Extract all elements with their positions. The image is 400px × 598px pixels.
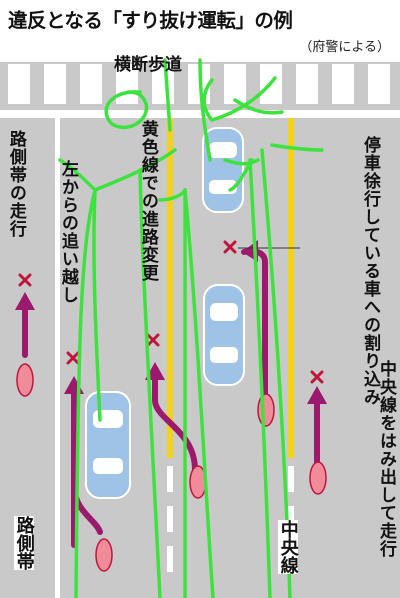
tag-center-line: 中央線	[277, 520, 299, 574]
source-note: （府警による）	[299, 40, 390, 55]
yellow-line-right	[288, 118, 294, 458]
motorcycles	[16, 363, 327, 572]
diagram-title: 違反となる「すり抜け運転」の例	[8, 9, 293, 32]
green-scribbles	[58, 58, 324, 598]
violation-marks	[18, 240, 324, 384]
shoulder-line	[55, 118, 60, 598]
label-yellow-line-change: 黄色線での進路変更	[137, 120, 158, 282]
car-left	[85, 391, 131, 499]
car-middle	[203, 284, 245, 386]
yellow-line-left	[167, 118, 173, 458]
road-surface	[0, 62, 400, 598]
stop-line	[0, 110, 400, 118]
label-center-overrun: 中央線をはみ出して走行	[376, 360, 396, 558]
label-shoulder-run: 路側帯の走行	[5, 130, 26, 238]
crosswalk-label: 横断歩道	[114, 55, 182, 75]
label-left-pass: 左からの追い越し	[57, 160, 78, 304]
label-cut-in: 停車徐行している車への割り込み	[360, 136, 380, 406]
car-ahead	[202, 127, 244, 213]
tag-shoulder: 路側帯	[13, 516, 35, 570]
